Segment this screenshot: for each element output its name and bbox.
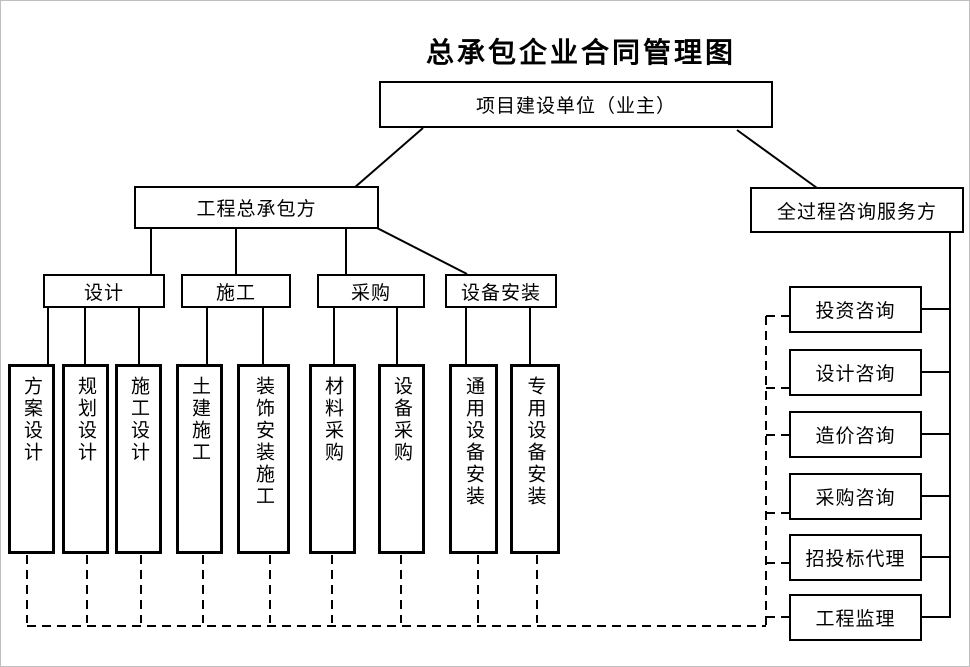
vertical-label: 方案设计	[21, 376, 43, 464]
general-equipment-install-box: 通用设备安装	[449, 364, 498, 554]
investment-consulting-box: 投资咨询	[789, 286, 922, 333]
consultant-box: 全过程咨询服务方	[750, 187, 964, 233]
construction-box: 施工	[181, 274, 291, 308]
construction-design-box: 施工设计	[115, 364, 162, 554]
vertical-label: 土建施工	[189, 376, 211, 464]
equipment-procurement-box: 设备采购	[378, 364, 425, 554]
vertical-label: 通用设备安装	[463, 376, 485, 508]
scheme-design-box: 方案设计	[8, 364, 55, 554]
vertical-label: 设备采购	[391, 376, 413, 464]
diagram-title: 总承包企业合同管理图	[425, 36, 736, 69]
vertical-label: 施工设计	[128, 376, 150, 464]
design-consulting-box: 设计咨询	[789, 349, 922, 396]
planning-design-box: 规划设计	[62, 364, 109, 554]
engineering-supervision-box: 工程监理	[789, 594, 922, 641]
vertical-label: 材料采购	[322, 376, 344, 464]
equipment-install-box: 设备安装	[445, 274, 557, 308]
bidding-agency-box: 招投标代理	[789, 534, 922, 581]
design-box: 设计	[43, 274, 165, 308]
decoration-install-construction-box: 装饰安装施工	[237, 364, 290, 554]
procurement-consulting-box: 采购咨询	[789, 473, 922, 520]
vertical-label: 专用设备安装	[524, 376, 547, 508]
contractor-box: 工程总承包方	[134, 186, 379, 229]
owner-box: 项目建设单位（业主）	[379, 81, 773, 128]
cost-consulting-box: 造价咨询	[789, 411, 922, 458]
procurement-box: 采购	[317, 274, 425, 308]
civil-construction-box: 土建施工	[176, 364, 223, 554]
special-equipment-install-box: 专用设备安装	[510, 364, 560, 554]
vertical-label: 规划设计	[75, 376, 97, 464]
vertical-label: 装饰安装施工	[253, 376, 275, 508]
material-procurement-box: 材料采购	[309, 364, 356, 554]
